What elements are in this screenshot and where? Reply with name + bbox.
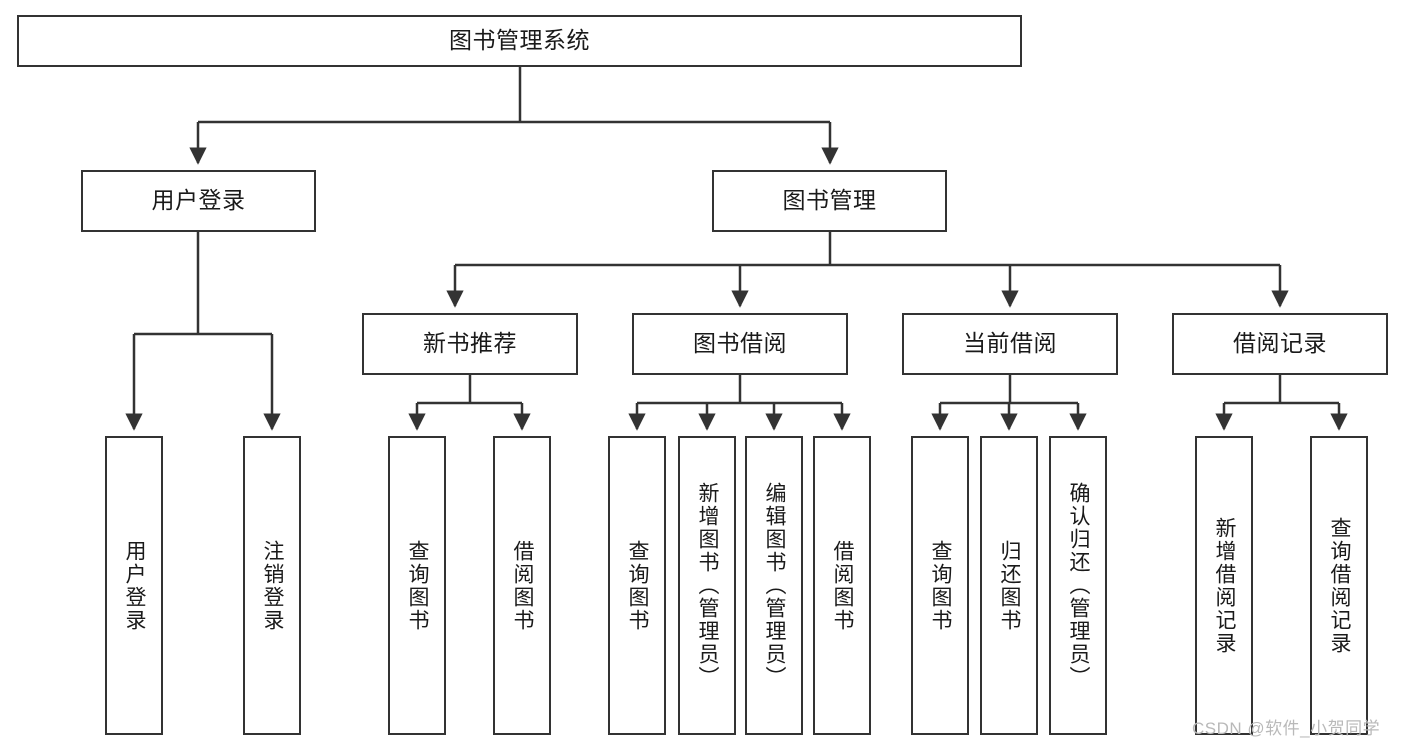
node-label: 用户登录	[123, 539, 147, 632]
node-leaf-confirm-return-admin[interactable]: 确认归还（管理员）	[1049, 436, 1107, 735]
node-label: 编辑图书（管理员）	[763, 482, 787, 689]
node-leaf-add-borrow-record[interactable]: 新增借阅记录	[1195, 436, 1253, 735]
node-label: 查询图书	[626, 539, 650, 632]
node-label: 图书管理	[782, 187, 877, 214]
node-label: 归还图书	[998, 539, 1022, 632]
node-label: 借阅记录	[1233, 330, 1327, 357]
node-label: 查询借阅记录	[1328, 516, 1352, 655]
node-label: 新书推荐	[423, 330, 517, 357]
node-book-management[interactable]: 图书管理	[712, 170, 947, 232]
node-label: 用户登录	[151, 187, 246, 214]
node-leaf-borrow-book[interactable]: 借阅图书	[813, 436, 871, 735]
node-label: 注销登录	[261, 539, 285, 632]
node-user-login[interactable]: 用户登录	[81, 170, 316, 232]
node-label: 借阅图书	[831, 539, 855, 632]
node-leaf-logout[interactable]: 注销登录	[243, 436, 301, 735]
node-label: 图书借阅	[693, 330, 787, 357]
node-borrowing-record[interactable]: 借阅记录	[1172, 313, 1388, 375]
node-new-book-recommendation[interactable]: 新书推荐	[362, 313, 578, 375]
node-leaf-query-book-current[interactable]: 查询图书	[911, 436, 969, 735]
node-leaf-query-book-recommend[interactable]: 查询图书	[388, 436, 446, 735]
node-label: 确认归还（管理员）	[1067, 482, 1091, 689]
node-label: 查询图书	[929, 539, 953, 632]
node-leaf-user-login[interactable]: 用户登录	[105, 436, 163, 735]
node-label: 新增借阅记录	[1213, 516, 1237, 655]
node-leaf-edit-book-admin[interactable]: 编辑图书（管理员）	[745, 436, 803, 735]
node-leaf-query-book-borrow[interactable]: 查询图书	[608, 436, 666, 735]
node-root-book-management-system[interactable]: 图书管理系统	[17, 15, 1022, 67]
node-label: 借阅图书	[511, 539, 535, 632]
node-current-borrowing[interactable]: 当前借阅	[902, 313, 1118, 375]
node-leaf-query-borrow-record[interactable]: 查询借阅记录	[1310, 436, 1368, 735]
node-label: 查询图书	[406, 539, 430, 632]
node-leaf-return-book[interactable]: 归还图书	[980, 436, 1038, 735]
node-label: 当前借阅	[963, 330, 1057, 357]
node-leaf-borrow-book-recommend[interactable]: 借阅图书	[493, 436, 551, 735]
node-leaf-add-book-admin[interactable]: 新增图书（管理员）	[678, 436, 736, 735]
node-label: 图书管理系统	[449, 27, 590, 54]
node-label: 新增图书（管理员）	[696, 482, 720, 689]
node-book-borrowing[interactable]: 图书借阅	[632, 313, 848, 375]
csdn-watermark: CSDN @软件_小贺同学	[1192, 719, 1381, 738]
